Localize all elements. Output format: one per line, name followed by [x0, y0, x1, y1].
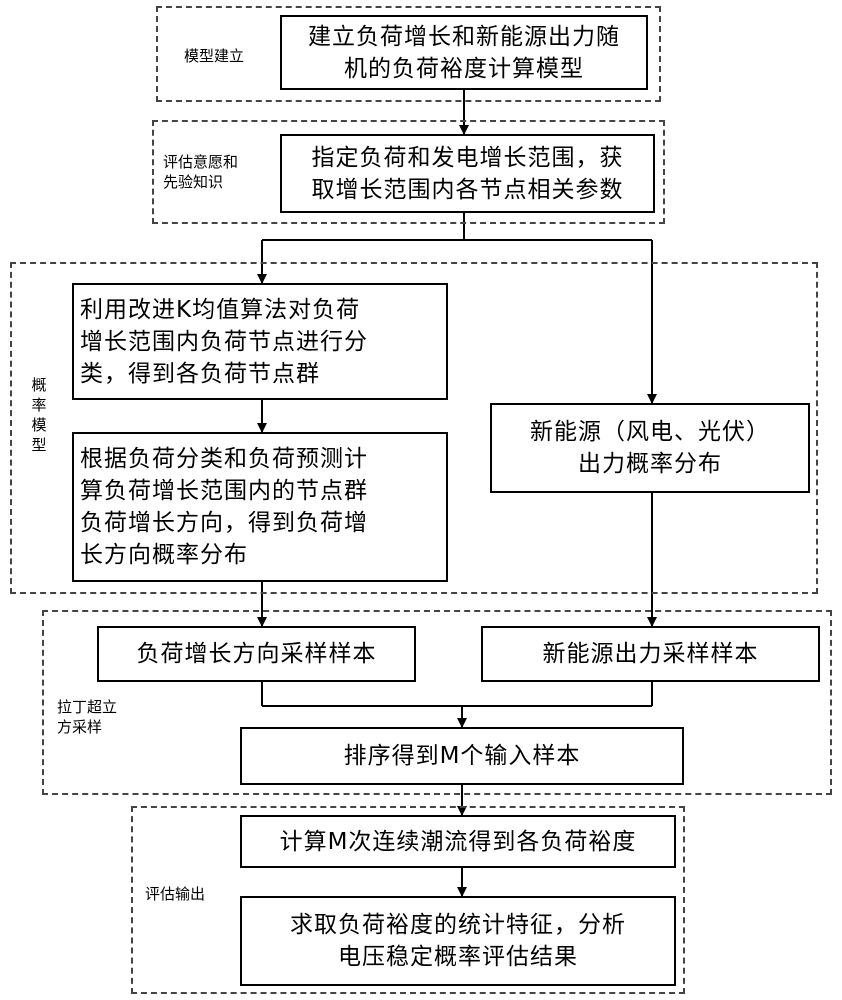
label-latin-hypercube: 拉丁超立 方采样 [57, 698, 118, 736]
group-prior-knowledge [152, 120, 665, 224]
node-statistics-result: 求取负荷裕度的统计特征，分析 电压稳定概率评估结果 [240, 896, 676, 986]
label-model-build: 模型建立 [184, 47, 245, 65]
node-continuation-power-flow: 计算M次连续潮流得到各负荷裕度 [240, 815, 676, 868]
node-kmeans-classify: 利用改进K均值算法对负荷 增长范围内负荷节点进行分 类，得到各负荷节点群 [72, 283, 448, 400]
group-probability-model [10, 262, 818, 594]
label-evaluation-output: 评估输出 [145, 885, 206, 903]
group-latin-hypercube [42, 610, 832, 795]
label-prior-knowledge: 评估意愿和 先验知识 [163, 153, 239, 191]
node-load-samples: 负荷增长方向采样样本 [97, 626, 416, 682]
node-renewable-samples: 新能源出力采样样本 [481, 626, 820, 682]
node-specify-range: 指定负荷和发电增长范围，获 取增长范围内各节点相关参数 [280, 134, 655, 213]
node-growth-direction: 根据负荷分类和负荷预测计 算负荷增长范围内的节点群 负荷增长方向，得到负荷增 长… [72, 432, 448, 582]
node-renewable-distribution: 新能源（风电、光伏） 出力概率分布 [490, 403, 810, 493]
group-model-build [156, 6, 661, 102]
label-probability-model: 概 率 模 型 [31, 376, 47, 454]
node-build-model: 建立负荷增长和新能源出力随 机的负荷裕度计算模型 [280, 15, 648, 90]
node-sort-samples: 排序得到M个输入样本 [240, 727, 684, 785]
group-evaluation-output [131, 806, 685, 994]
